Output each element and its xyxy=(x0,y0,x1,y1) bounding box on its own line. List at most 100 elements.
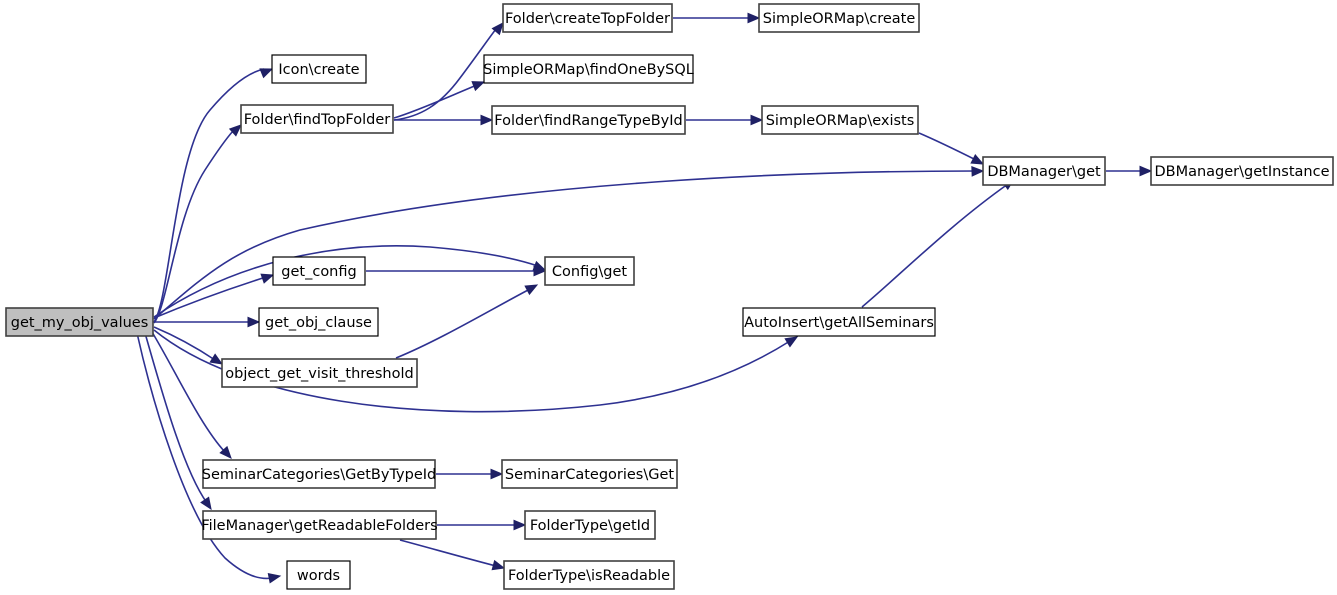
edge-arrowhead-icon xyxy=(267,572,282,584)
node-box[interactable] xyxy=(240,104,394,134)
edge-arrowhead-icon xyxy=(533,265,547,277)
edge-line xyxy=(153,326,216,361)
call-edge xyxy=(153,68,274,323)
call-edge xyxy=(1106,165,1153,177)
edge-arrowhead-icon xyxy=(480,114,494,126)
edge-line xyxy=(399,539,497,567)
node-box[interactable] xyxy=(483,54,694,84)
call-edge xyxy=(153,124,242,324)
edge-arrowhead-icon xyxy=(1139,165,1153,177)
call-graph-node[interactable]: get_obj_clause xyxy=(258,307,379,337)
node-box[interactable] xyxy=(272,256,366,286)
call-edge xyxy=(153,166,985,320)
call-edge xyxy=(393,22,504,121)
edge-line xyxy=(918,132,977,161)
edge-arrowhead-icon xyxy=(259,68,274,79)
edge-arrowhead-icon xyxy=(228,124,242,137)
node-box[interactable] xyxy=(202,459,436,489)
node-box[interactable] xyxy=(758,3,920,33)
edge-arrowhead-icon xyxy=(200,496,212,511)
node-box[interactable] xyxy=(271,54,367,84)
edge-line xyxy=(153,68,265,323)
node-box[interactable] xyxy=(742,307,936,337)
edge-line xyxy=(393,28,497,121)
call-graph-node[interactable]: Config\get xyxy=(544,256,635,286)
edge-arrowhead-icon xyxy=(491,22,504,36)
edge-line xyxy=(395,288,531,359)
call-edge xyxy=(436,468,504,480)
call-edge xyxy=(153,273,275,319)
node-box[interactable] xyxy=(761,105,919,135)
call-graph-node[interactable]: AutoInsert\getAllSeminars xyxy=(742,307,936,337)
node-box[interactable] xyxy=(286,560,351,590)
edge-arrowhead-icon xyxy=(971,166,985,177)
call-edge xyxy=(861,178,1016,308)
call-edge xyxy=(437,519,527,531)
edge-arrowhead-icon xyxy=(219,445,232,459)
edge-arrowhead-icon xyxy=(491,559,506,571)
call-graph-node[interactable]: SimpleORMap\exists xyxy=(761,105,919,135)
call-edge xyxy=(399,539,506,571)
edge-arrowhead-icon xyxy=(471,81,486,92)
call-edge xyxy=(393,81,486,119)
edge-arrowhead-icon xyxy=(490,468,504,480)
edge-line xyxy=(153,170,976,320)
call-graph-node[interactable]: SeminarCategories\Get xyxy=(501,459,678,489)
edge-line xyxy=(153,276,267,319)
edge-line xyxy=(153,245,539,318)
edge-layer xyxy=(136,12,1153,584)
call-edge xyxy=(686,114,764,126)
node-box[interactable] xyxy=(202,510,437,540)
edge-line xyxy=(151,331,226,453)
call-graph-node[interactable]: object_get_visit_threshold xyxy=(221,358,418,388)
node-box[interactable] xyxy=(524,510,656,540)
node-box[interactable] xyxy=(221,358,418,388)
call-graph-node[interactable]: FolderType\getId xyxy=(524,510,656,540)
call-graph-node[interactable]: get_config xyxy=(272,256,366,286)
edge-arrowhead-icon xyxy=(513,519,527,531)
node-box[interactable] xyxy=(503,560,675,590)
call-graph-node[interactable]: Folder\createTopFolder xyxy=(502,3,673,33)
call-graph-node[interactable]: Icon\create xyxy=(271,54,367,84)
call-graph-node[interactable]: FileManager\getReadableFolders xyxy=(201,510,438,540)
call-graph-node[interactable]: SimpleORMap\create xyxy=(758,3,920,33)
node-box[interactable] xyxy=(258,307,379,337)
edge-arrowhead-icon xyxy=(260,273,275,284)
call-graph-node[interactable]: Folder\findTopFolder xyxy=(240,104,394,134)
call-edge xyxy=(394,114,494,126)
call-edge xyxy=(151,331,232,459)
node-box[interactable] xyxy=(491,105,686,135)
call-edge xyxy=(918,132,985,165)
call-graph-node[interactable]: DBManager\get xyxy=(982,156,1106,186)
call-edge xyxy=(395,284,539,359)
call-edge xyxy=(366,265,547,277)
edge-arrowhead-icon xyxy=(750,114,764,126)
node-box[interactable] xyxy=(544,256,635,286)
node-box[interactable] xyxy=(5,307,154,337)
edge-arrowhead-icon xyxy=(970,154,985,165)
call-edge xyxy=(673,12,761,24)
call-graph-node[interactable]: Folder\findRangeTypeById xyxy=(491,105,686,135)
call-edge xyxy=(154,316,261,328)
edge-arrowhead-icon xyxy=(209,353,224,365)
call-graph-node[interactable]: SeminarCategories\GetByTypeId xyxy=(202,459,437,489)
edge-arrowhead-icon xyxy=(784,336,799,348)
call-graph-node[interactable]: FolderType\isReadable xyxy=(503,560,675,590)
node-box[interactable] xyxy=(501,459,678,489)
call-graph-node[interactable]: SimpleORMap\findOneBySQL xyxy=(483,54,694,84)
call-edge xyxy=(144,332,212,511)
edge-line xyxy=(153,130,234,324)
call-graph-node[interactable]: words xyxy=(286,560,351,590)
node-box[interactable] xyxy=(1150,156,1334,186)
call-graph-node[interactable]: get_my_obj_values xyxy=(5,307,154,337)
node-box[interactable] xyxy=(982,156,1106,186)
edge-line xyxy=(393,84,478,119)
edge-arrowhead-icon xyxy=(524,284,539,296)
edge-line xyxy=(861,183,1009,308)
edge-line xyxy=(144,332,208,504)
node-box[interactable] xyxy=(502,3,673,33)
call-graph-node[interactable]: DBManager\getInstance xyxy=(1150,156,1334,186)
edge-arrowhead-icon xyxy=(247,316,261,328)
